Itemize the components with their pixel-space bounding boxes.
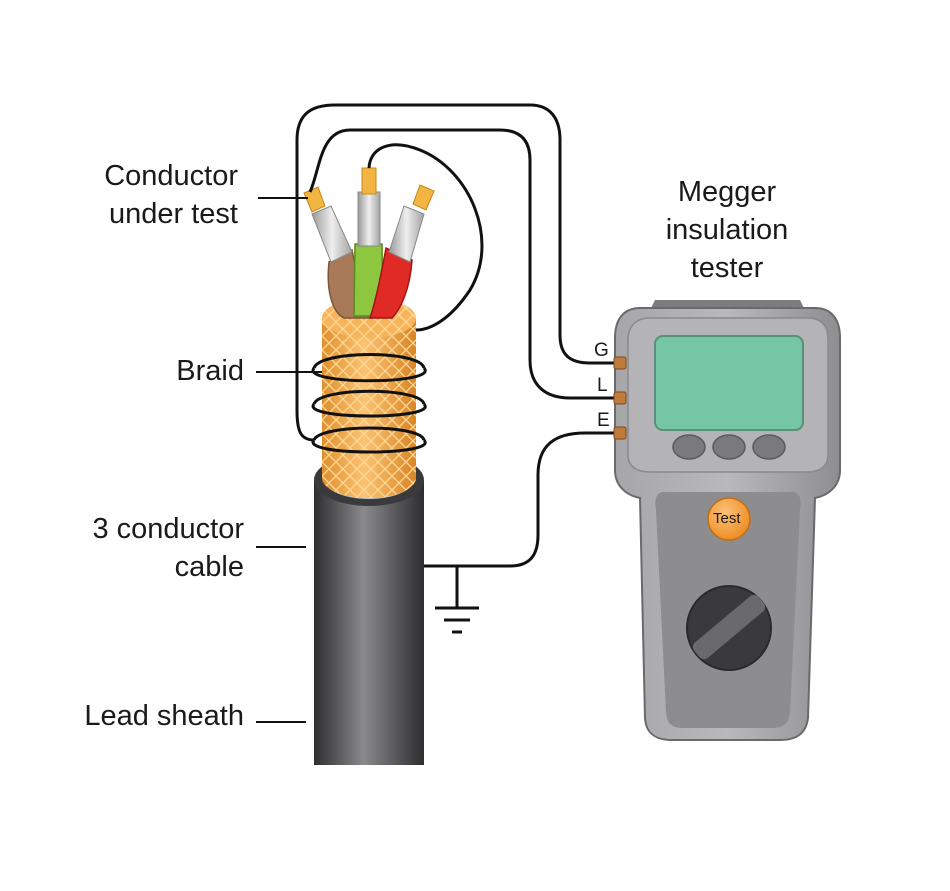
test-button[interactable]	[707, 497, 751, 541]
test-button-label: Test	[713, 510, 741, 527]
label-conductor-under-test: Conductor under test	[60, 157, 238, 233]
label-megger-tester: Megger insulation tester	[630, 173, 824, 287]
megger-tester	[613, 300, 841, 741]
conductor-red	[368, 184, 435, 319]
label-tester-line-3: tester	[690, 252, 764, 284]
terminal-label-e: E	[597, 410, 610, 431]
label-lead-sheath: Lead sheath	[84, 700, 244, 732]
label-3-conductor-cable: 3 conductor cable	[40, 510, 244, 586]
terminal-label-g: G	[594, 340, 609, 361]
label-tester-line-2: insulation	[665, 214, 789, 246]
braid	[322, 298, 416, 498]
label-conductor-line-2: under test	[109, 198, 238, 230]
range-selector-knob[interactable]	[686, 585, 772, 671]
label-cable-line-1: 3 conductor	[92, 513, 244, 545]
label-cable-line-2: cable	[174, 551, 244, 583]
lead-sheath	[314, 454, 424, 765]
guard-wire-coil	[311, 353, 427, 454]
terminal-label-l: L	[597, 375, 608, 396]
label-braid: Braid	[176, 355, 244, 387]
terminal-g[interactable]	[613, 356, 627, 370]
tester-button-1[interactable]	[672, 434, 706, 460]
green-conductor-loop	[367, 143, 484, 332]
earth-lead-wire	[424, 431, 615, 568]
guard-lead-wire	[295, 103, 615, 442]
tester-button-2[interactable]	[712, 434, 746, 460]
terminal-e[interactable]	[613, 426, 627, 440]
label-conductor-line-1: Conductor	[104, 160, 238, 192]
line-lead-wire	[308, 128, 615, 400]
terminal-l[interactable]	[613, 391, 627, 405]
ground-symbol	[435, 566, 479, 634]
tester-button-3[interactable]	[752, 434, 786, 460]
label-tester-line-1: Megger	[677, 176, 777, 208]
tester-display	[654, 335, 804, 431]
